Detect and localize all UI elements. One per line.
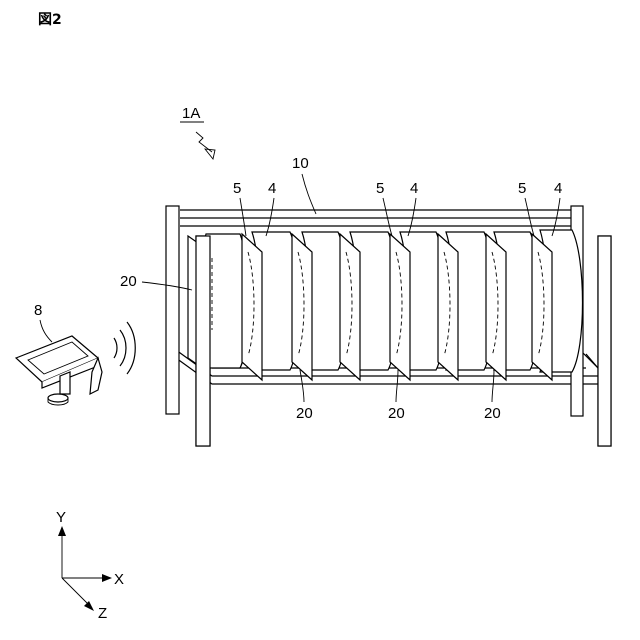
holder-5 bbox=[438, 234, 458, 380]
terminal-label: 8 bbox=[34, 302, 42, 319]
z-arrowhead bbox=[84, 601, 94, 611]
bottom-leader-1 bbox=[300, 370, 304, 402]
holder-3 bbox=[340, 234, 360, 380]
holder-7 bbox=[532, 234, 552, 380]
label-4-b: 4 bbox=[410, 180, 418, 197]
rail-leader bbox=[302, 174, 316, 214]
holder-left-label: 20 bbox=[120, 273, 137, 290]
bottom-leader-2 bbox=[396, 370, 398, 402]
leader-5-c bbox=[525, 198, 534, 236]
label-5-c: 5 bbox=[518, 180, 526, 197]
assembly-label: 1A bbox=[182, 105, 200, 122]
label-4-a: 4 bbox=[268, 180, 276, 197]
rolls-and-holders bbox=[188, 230, 583, 380]
bottom-label-1: 20 bbox=[296, 405, 313, 422]
axis-z-label: Z bbox=[98, 605, 107, 622]
bottom-leader-3 bbox=[492, 370, 494, 402]
figure-title: 図2 bbox=[38, 12, 62, 28]
label-5-b: 5 bbox=[376, 180, 384, 197]
label-5-a: 5 bbox=[233, 180, 241, 197]
axis-x-label: X bbox=[114, 571, 124, 588]
left-back-post bbox=[166, 206, 179, 414]
terminal-leader bbox=[40, 320, 52, 342]
bottom-label-2: 20 bbox=[388, 405, 405, 422]
holder-6 bbox=[486, 234, 506, 380]
left-front-post-overlay bbox=[196, 236, 210, 446]
right-front-post-overlay bbox=[598, 236, 611, 446]
leader-4-a bbox=[266, 198, 274, 236]
rail-label: 10 bbox=[292, 155, 309, 172]
holder-1 bbox=[242, 234, 262, 380]
bottom-label-3: 20 bbox=[484, 405, 501, 422]
coordinate-axes bbox=[58, 526, 112, 611]
terminal-device-icon bbox=[16, 336, 102, 405]
wireless-signal-icon bbox=[114, 322, 135, 374]
holder-4 bbox=[390, 234, 410, 380]
x-arrowhead bbox=[102, 574, 112, 582]
leader-5-a bbox=[240, 198, 246, 236]
holder-2 bbox=[292, 234, 312, 380]
leader-4-b bbox=[408, 198, 416, 236]
y-arrowhead bbox=[58, 526, 66, 536]
top-rail bbox=[180, 210, 572, 226]
axis-y-label: Y bbox=[56, 509, 66, 526]
label-4-c: 4 bbox=[554, 180, 562, 197]
assembly-arrow bbox=[196, 132, 212, 152]
leader-5-b bbox=[383, 198, 392, 236]
